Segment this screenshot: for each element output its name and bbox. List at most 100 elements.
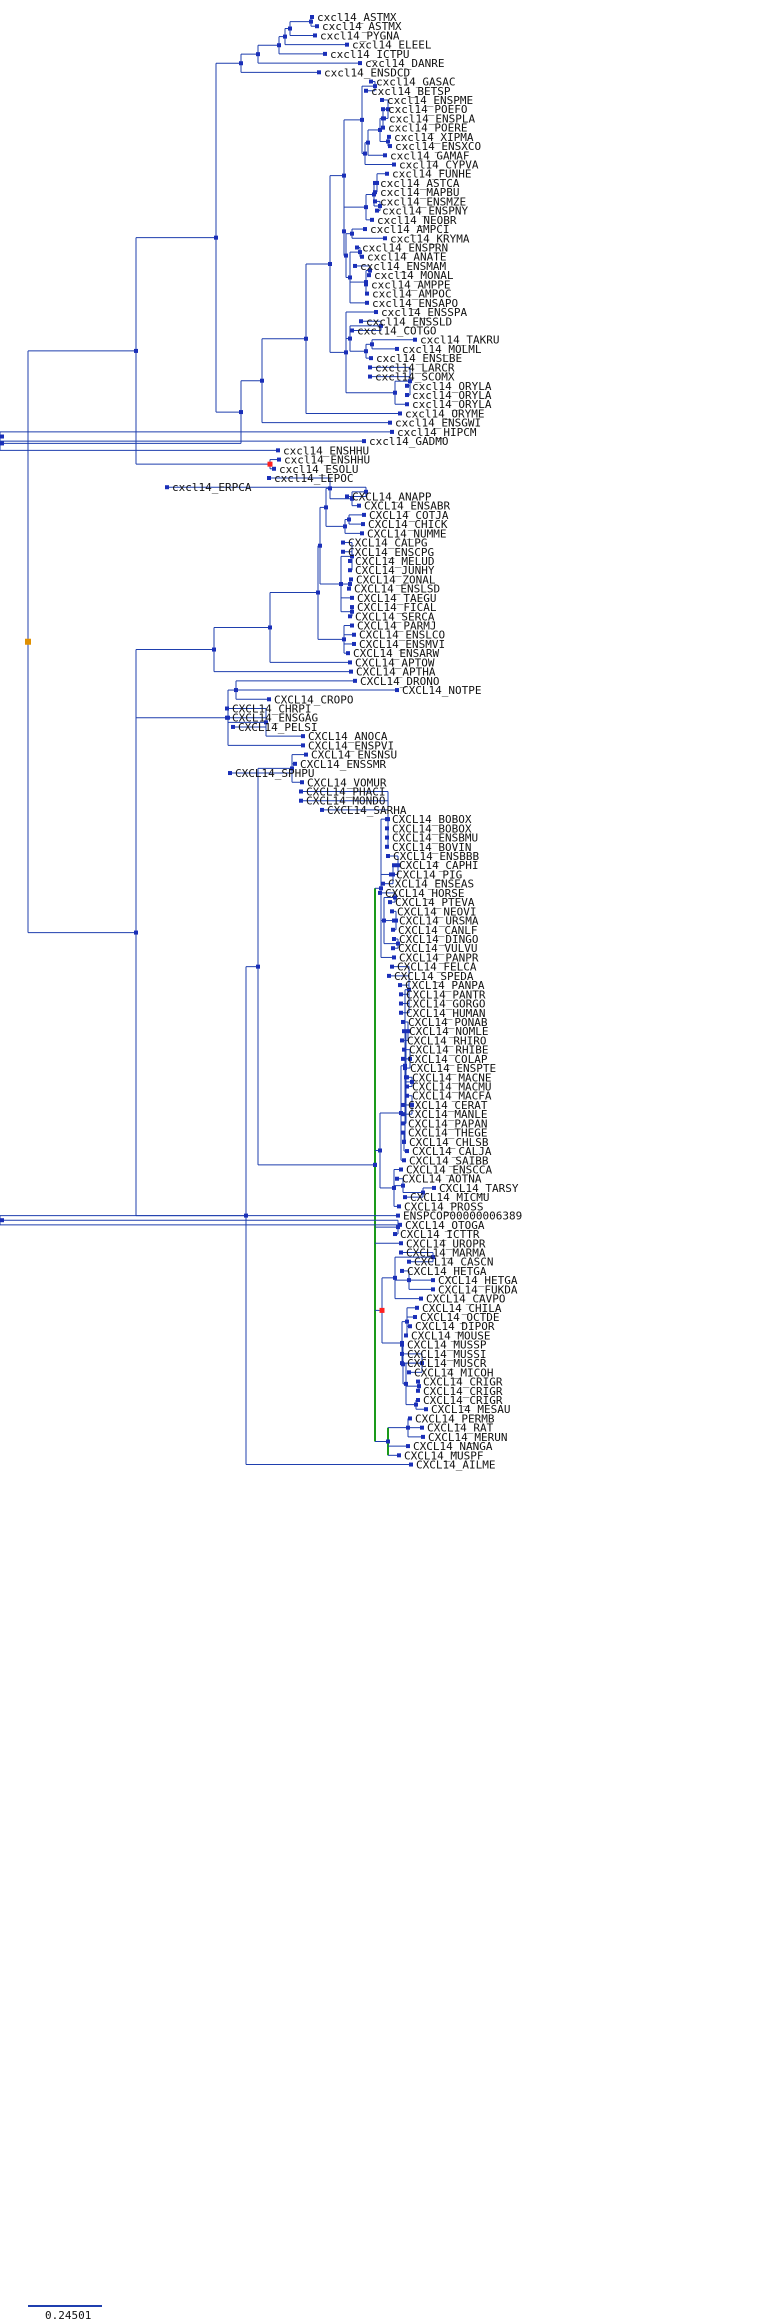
- internal-node: [344, 350, 348, 355]
- leaf-node: [413, 337, 417, 342]
- leaf-node: [399, 992, 403, 997]
- leaf-label: CXCL14_PERMB: [415, 1412, 495, 1425]
- leaf-label: CXCL14_CALJA: [412, 1145, 492, 1158]
- leaf-label: cxcl14_ANATE: [367, 251, 446, 264]
- leaf-label: cxcl14_LARCR: [375, 361, 455, 374]
- leaf-label: CXCL14_HETGA: [438, 1274, 518, 1287]
- leaf-label: CXCL14_RHIRO: [407, 1034, 486, 1047]
- leaf-node: [310, 15, 314, 19]
- leaf-label: CXCL14_PTEVA: [395, 896, 475, 909]
- internal-node: [393, 1275, 397, 1280]
- leaf-node: [405, 393, 409, 398]
- leaf-label: CXCL14_CHRPI: [232, 703, 311, 716]
- internal-node: [375, 180, 379, 185]
- internal-node: [378, 127, 382, 132]
- leaf-node: [362, 439, 366, 444]
- leaf-label: CXCL14_DRONO: [360, 675, 439, 688]
- internal-node: [350, 609, 354, 614]
- leaf-node: [345, 494, 349, 499]
- internal-node: [381, 116, 385, 121]
- leaf-label: CXCL14_ENSPTE: [410, 1062, 496, 1075]
- leaf-label: cxcl14_ENSAPO: [372, 297, 458, 310]
- internal-node: [396, 941, 400, 946]
- leaf-label: cxcl14_MONAL: [374, 269, 454, 282]
- leaf-node: [300, 780, 304, 785]
- leaf-label: CXCL14_APTHA: [356, 666, 436, 679]
- internal-node: [391, 872, 395, 877]
- leaf-label: cxcl14_AMPOC: [372, 288, 451, 301]
- leaf-label: CXCL14_GORGO: [406, 998, 485, 1011]
- internal-node: [239, 61, 243, 66]
- leaf-label: cxcl14_ICTPU: [330, 48, 409, 61]
- leaf-node: [390, 964, 394, 969]
- leaf-node: [346, 651, 350, 656]
- internal-node: [403, 1063, 407, 1068]
- leaf-node: [350, 605, 354, 610]
- leaf-label: CXCL14_SAIBB: [409, 1154, 489, 1167]
- leaf-label: CXCL14_CROPO: [274, 693, 353, 706]
- leaf-node: [407, 1370, 411, 1375]
- leaf-label: cxcl14_ENSGWI: [395, 417, 481, 430]
- leaf-label: CXCL14_CAPHI: [399, 859, 478, 872]
- leaf-label: cxcl14_ESOLU: [279, 463, 358, 476]
- leaf-node: [399, 1250, 403, 1255]
- leaf-node: [405, 383, 409, 388]
- leaf-node: [424, 1407, 428, 1412]
- leaf-node: [386, 854, 390, 859]
- leaf-label: cxcl14_NEOBR: [377, 214, 457, 227]
- leaf-label: cxcl14_ENSHHU: [284, 454, 370, 467]
- leaf-label: cxcl14_ORYLA: [412, 398, 492, 411]
- leaf-node: [358, 61, 362, 66]
- leaf-label: CXCL14_BOVIN: [392, 841, 471, 854]
- leaf-node: [392, 937, 396, 941]
- leaf-node: [400, 1268, 404, 1273]
- leaf-label: cxcl14_POEFO: [388, 103, 467, 116]
- duplication-node: [267, 461, 273, 467]
- leaf-label: CXCL14_PHACI: [306, 785, 385, 798]
- leaf-node: [381, 107, 385, 112]
- leaf-label: cxcl14_GAMAF: [390, 149, 469, 162]
- leaf-label: CXCL14_MACNE: [412, 1071, 491, 1084]
- leaf-label: CXCL14_URSMA: [399, 915, 479, 928]
- leaf-node: [355, 245, 359, 250]
- leaf-node: [416, 1398, 420, 1402]
- internal-node: [350, 554, 354, 559]
- leaf-node: [373, 199, 377, 204]
- leaf-label: cxcl14_PYGNA: [320, 29, 400, 42]
- leaf-node: [385, 844, 389, 849]
- leaf-node: [365, 300, 369, 305]
- leaf-label: cxcl14_AMPPE: [371, 278, 450, 291]
- leaf-label: cxcl14_FUNHE: [392, 168, 471, 181]
- leaf-label: cxcl14_TAKRU: [420, 334, 499, 347]
- leaf-node: [364, 282, 368, 287]
- leaf-label: CXCL14_ENSABR: [364, 500, 450, 513]
- leaf-label: cxcl14_POERE: [388, 122, 467, 135]
- internal-node: [393, 895, 397, 900]
- internal-node: [288, 26, 292, 31]
- leaf-label: CXCL14_FUKDA: [438, 1283, 518, 1296]
- leaf-label: CXCL14_DINGO: [399, 933, 478, 946]
- leaf-node: [277, 457, 281, 462]
- internal-node: [226, 715, 230, 720]
- leaf-node: [431, 1278, 435, 1283]
- leaf-node: [348, 614, 352, 619]
- leaf-node: [393, 1232, 397, 1237]
- leaf-node: [398, 1222, 402, 1227]
- leaf-node: [399, 1167, 403, 1172]
- leaf-label: CXCL14_CRIGR: [423, 1376, 503, 1389]
- leaf-node: [293, 761, 297, 766]
- duplication-node: [379, 1307, 385, 1313]
- internal-node: [370, 342, 374, 347]
- leaf-label: CXCL14_MICMU: [410, 1191, 489, 1204]
- internal-node: [401, 1183, 405, 1188]
- leaf-label: cxcl14_ENSDCD: [324, 66, 410, 79]
- leaf-label: CXCL14_PANPR: [399, 951, 479, 964]
- leaf-label: CXCL14_VOMUR: [307, 776, 387, 789]
- leaf-node: [345, 42, 349, 47]
- leaf-node: [267, 697, 271, 702]
- internal-node: [343, 524, 347, 529]
- leaf-node: [408, 1416, 412, 1421]
- leaf-label: cxcl14_ERPCA: [172, 481, 252, 494]
- leaf-label: CXCL14_CASCN: [414, 1256, 493, 1269]
- leaf-label: CXCL14_COLAP: [408, 1053, 488, 1066]
